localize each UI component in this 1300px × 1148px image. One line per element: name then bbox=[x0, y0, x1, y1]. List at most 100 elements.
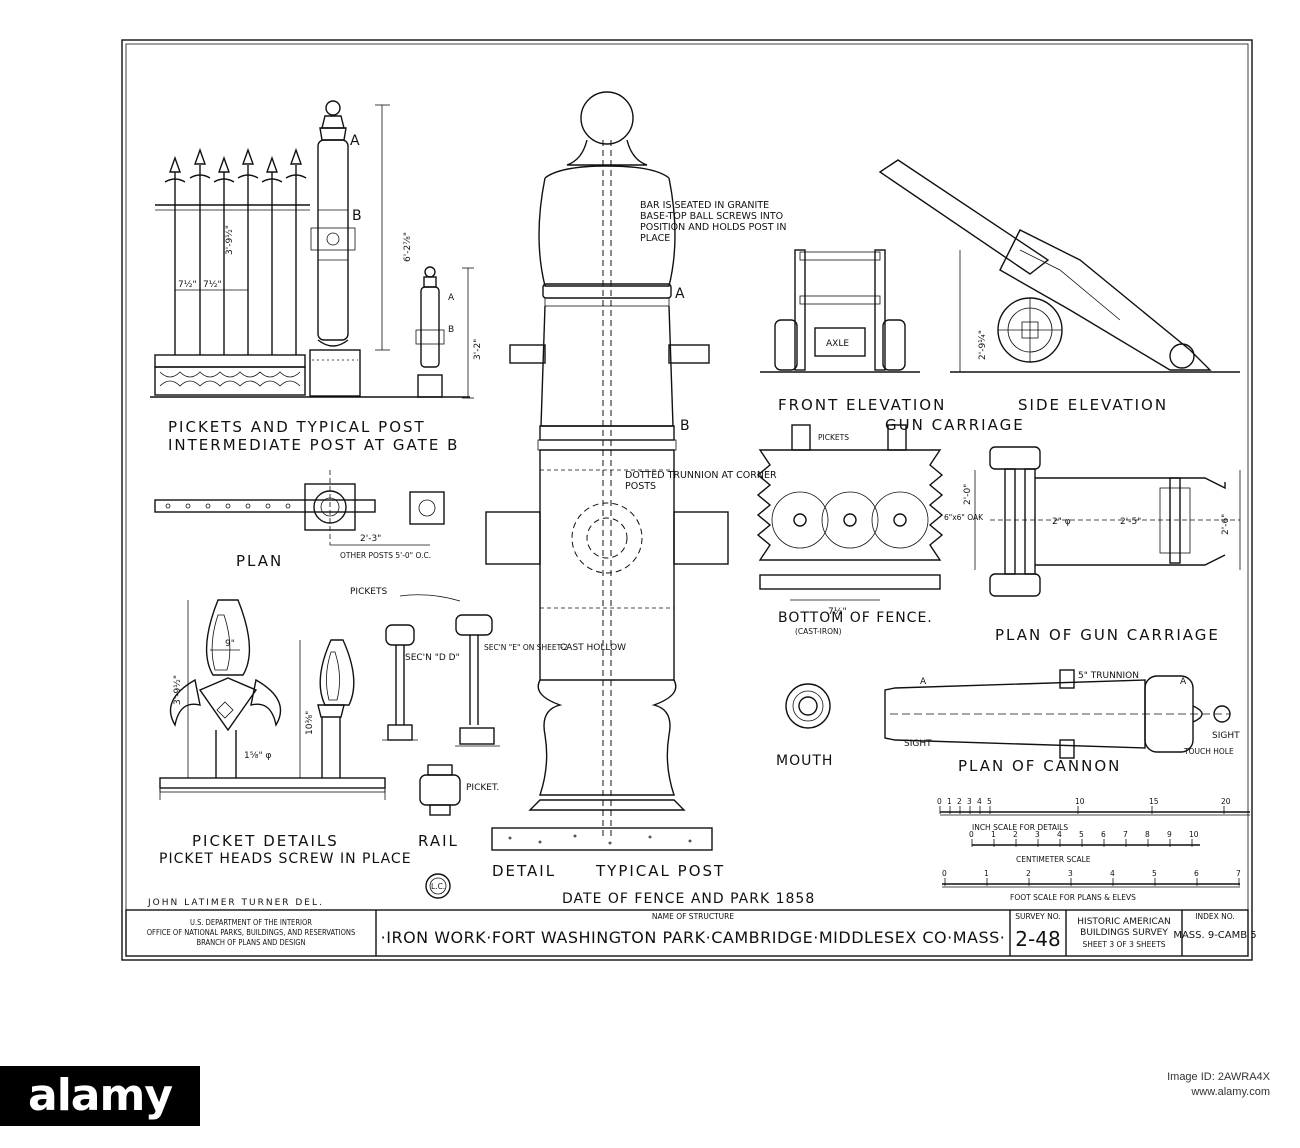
cannon-mouth-drawing bbox=[785, 683, 831, 729]
caption-detail: DETAIL bbox=[492, 862, 556, 880]
inch-scale-tick-label: 20 bbox=[1221, 797, 1231, 806]
pickets-dim-label: PICKETS bbox=[818, 433, 849, 442]
post-plan: 2'-3" OTHER POSTS 5'-0" O.C. bbox=[154, 470, 445, 560]
cm-scale-tick-label: 2 bbox=[1013, 830, 1018, 839]
stock-meta: Image ID: 2AWRA4X www.alamy.com bbox=[1167, 1070, 1270, 1100]
detail-label-a: A bbox=[675, 286, 686, 302]
detail-label-b: B bbox=[680, 418, 691, 434]
agency-line-1: U.S. DEPARTMENT OF THE INTERIOR bbox=[190, 918, 312, 927]
dim-post-height: 6'-2⅞" bbox=[403, 232, 413, 262]
picket-dim-1: 9" bbox=[225, 639, 235, 649]
date-note: DATE OF FENCE AND PARK 1858 bbox=[562, 891, 815, 907]
cm-scale-tick-label: 7 bbox=[1123, 830, 1128, 839]
post-label-a: A bbox=[350, 133, 361, 149]
axle-label: AXLE bbox=[826, 339, 849, 349]
dotted-trunnion-note-text: DOTTED TRUNNION AT CORNER POSTS bbox=[625, 470, 777, 492]
typical-post-detail: A B bbox=[485, 91, 729, 851]
survey-number: 2-48 bbox=[1015, 927, 1060, 951]
plan-of-gun-carriage-drawing: 2" φ 2'-5" 2'-6" 2'-0" bbox=[963, 446, 1241, 597]
habs-line-2: BUILDINGS SURVEY bbox=[1080, 928, 1168, 938]
lc-stamp: L.C. bbox=[425, 873, 451, 899]
agency-line-2: OFFICE OF NATIONAL PARKS, BUILDINGS, AND… bbox=[147, 928, 356, 937]
dotted-trunnion-note: DOTTED TRUNNION AT CORNER POSTS bbox=[625, 470, 777, 492]
cast-iron-note: (CAST-IRON) bbox=[795, 627, 842, 636]
foot-scale-tick-label: 0 bbox=[942, 869, 947, 878]
cm-scale-tick-label: 6 bbox=[1101, 830, 1106, 839]
agency-line-3: BRANCH OF PLANS AND DESIGN bbox=[196, 938, 305, 947]
caption-plan-of-gun-carriage: PLAN OF GUN CARRIAGE bbox=[995, 626, 1220, 644]
image-id: Image ID: 2AWRA4X bbox=[1167, 1071, 1270, 1083]
section-ee-label: SEC'N "E" ON SHEET-2 bbox=[484, 643, 568, 652]
plan-of-cannon-drawing: 5" TRUNNION SIGHT SIGHT TOUCH HOLE A A bbox=[884, 669, 1240, 759]
structure-caption: NAME OF STRUCTURE bbox=[652, 912, 734, 921]
dim-picket-height: 3'-9½" bbox=[225, 225, 235, 255]
dim-small-post: 3'-2" bbox=[473, 339, 483, 360]
inch-scale-label: INCH SCALE FOR DETAILS bbox=[972, 823, 1068, 832]
caption-picket-heads-note: PICKET HEADS SCREW IN PLACE bbox=[159, 851, 412, 867]
delineator-signature: JOHN LATIMER TURNER DEL. bbox=[147, 898, 324, 908]
dim-gun-height: 2'-9¼" bbox=[978, 330, 988, 360]
habs-line-1: HISTORIC AMERICAN bbox=[1077, 917, 1170, 927]
caption-typical-post: TYPICAL POST bbox=[595, 862, 725, 880]
oak-note: 6"x6" OAK bbox=[944, 513, 984, 522]
trunnion-callout: 5" TRUNNION bbox=[1078, 671, 1139, 681]
picket-details-drawing: 3'-9½" 9" 10⅜" 1⅝" φ bbox=[159, 599, 386, 800]
bar-note-text: BAR IS SEATED IN GRANITE BASE-TOP BALL S… bbox=[640, 200, 787, 244]
bar-note: BAR IS SEATED IN GRANITE BASE-TOP BALL S… bbox=[640, 200, 787, 244]
cast-hollow-note: CAST HOLLOW bbox=[560, 643, 626, 653]
inch-scale-tick-label: 10 bbox=[1075, 797, 1085, 806]
inch-scale-tick-label: 3 bbox=[967, 797, 972, 806]
inch-scale-tick-label: 4 bbox=[977, 797, 982, 806]
caption-plan: PLAN bbox=[236, 552, 283, 570]
caption-side-elevation: SIDE ELEVATION bbox=[1018, 396, 1168, 414]
foot-scale-tick-label: 5 bbox=[1152, 869, 1157, 878]
touch-hole-label: TOUCH HOLE bbox=[1183, 747, 1234, 756]
section-dd-label: SEC'N "D D" bbox=[405, 653, 460, 663]
foot-scale-tick-label: 7 bbox=[1236, 869, 1241, 878]
cm-scale-tick-label: 3 bbox=[1035, 830, 1040, 839]
caption-pickets-typical-post: PICKETS AND TYPICAL POST bbox=[168, 418, 426, 436]
bottom-of-fence-drawing: PICKETS 7½" 6"x6" OAK bbox=[756, 424, 984, 617]
plan-dim: 2'-3" bbox=[360, 534, 381, 544]
cm-scale-tick-label: 1 bbox=[991, 830, 996, 839]
technical-drawing: 7½" 7½" 3'-9½" A B 6'-2⅞" A B 3'-2" bbox=[121, 39, 1257, 961]
post-label-b: B bbox=[352, 208, 363, 224]
carriage-dim-4: 2'-0" bbox=[963, 484, 973, 505]
inch-scale-tick-label: 15 bbox=[1149, 797, 1159, 806]
cm-scale-tick-label: 5 bbox=[1079, 830, 1084, 839]
inch-scale-tick-label: 1 bbox=[947, 797, 952, 806]
outer-border bbox=[121, 39, 1253, 961]
cm-scale-label: CENTIMETER SCALE bbox=[1016, 855, 1091, 864]
gun-carriage-front-elevation: AXLE bbox=[760, 249, 920, 373]
cannon-label-a-left: A bbox=[920, 677, 927, 687]
cm-scale-tick-label: 9 bbox=[1167, 830, 1172, 839]
section-details: PICKETS SEC'N "D D" SEC'N "E" ON SHEET-2… bbox=[350, 587, 568, 816]
stock-site: www.alamy.com bbox=[1191, 1086, 1270, 1098]
caption-gun-carriage: GUN CARRIAGE bbox=[885, 416, 1025, 434]
foot-scale-tick-label: 6 bbox=[1194, 869, 1199, 878]
cm-scale-tick-label: 10 bbox=[1189, 830, 1199, 839]
picket-dim-height: 3'-9½" bbox=[173, 675, 183, 705]
caption-intermediate-post: INTERMEDIATE POST AT GATE B bbox=[168, 436, 459, 454]
caption-plan-of-cannon: PLAN OF CANNON bbox=[958, 757, 1121, 775]
pickets-callout: PICKETS bbox=[350, 587, 387, 597]
structure-name: ·IRON WORK·FORT WASHINGTON PARK·CAMBRIDG… bbox=[381, 928, 1006, 947]
index-caption: INDEX NO. bbox=[1195, 912, 1234, 921]
caption-bottom-of-fence: BOTTOM OF FENCE. bbox=[778, 610, 933, 626]
pickets-and-post-elevation: 7½" 7½" 3'-9½" A B 6'-2⅞" A B 3'-2" bbox=[150, 100, 483, 399]
inch-scale-tick-label: 2 bbox=[957, 797, 962, 806]
picket-callout: PICKET. bbox=[466, 783, 499, 793]
foot-scale-label: FOOT SCALE FOR PLANS & ELEVS bbox=[1010, 893, 1136, 902]
dim-picket-spacing-2: 7½" bbox=[203, 280, 222, 290]
caption-front-elevation: FRONT ELEVATION bbox=[778, 396, 946, 414]
small-post-label-b: B bbox=[448, 325, 454, 335]
sight-label-rear: SIGHT bbox=[1212, 731, 1240, 741]
picket-dim-phi: 1⅝" φ bbox=[244, 751, 271, 761]
gun-carriage-side-elevation: 2'-9¼" bbox=[878, 159, 1240, 373]
dim-picket-spacing-1: 7½" bbox=[178, 280, 197, 290]
caption-rail: RAIL bbox=[418, 832, 459, 850]
